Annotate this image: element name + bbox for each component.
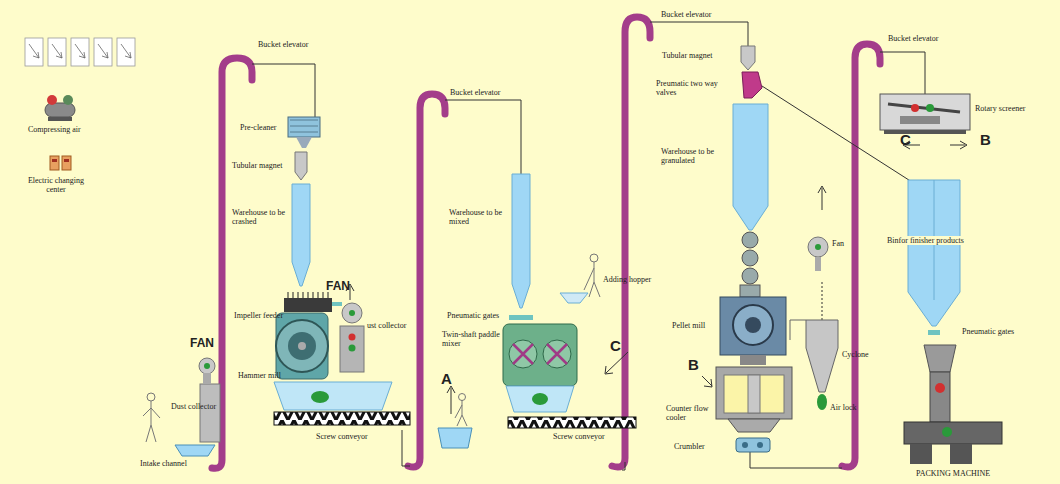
equipment-label: Intake channel [140,459,187,468]
equipment-label: Bucket elevator [450,88,500,97]
equipment-label: FAN [190,337,214,351]
equipment-label: Screw conveyor [553,432,605,441]
equipment-label: C [900,131,911,148]
equipment-label: Counter flow cooler [666,404,722,422]
equipment-label: Twin-shaft paddle mixer [442,330,502,348]
equipment-label: Pre-cleaner [240,123,276,132]
equipment-label: Binfor finisher products [886,236,965,245]
equipment-label: Bucket elevator [888,34,938,43]
equipment-label: Warehouse to be mixed [449,208,515,226]
equipment-label: Warehouse to be granulated [661,147,735,165]
equipment-label: Fan [832,239,844,248]
equipment-label: Preumatic two way valves [656,79,732,97]
equipment-label: Impeller feeder [234,311,283,320]
equipment-label: Pneumatic gates [962,327,1014,336]
equipment-label: Warehouse to be crashed [232,208,294,226]
equipment-label: Air lock [830,403,856,412]
equipment-label: A [441,370,452,387]
equipment-label: ust collector [367,321,406,330]
equipment-label: Crumbler [674,442,705,451]
equipment-label: B [688,356,699,373]
equipment-label: Pneumatic gates [447,311,499,320]
equipment-label: Cyclone [842,350,869,359]
equipment-label: B [980,131,991,148]
legend-text: Electric changing center [26,176,86,194]
equipment-label: FAN [326,280,350,294]
equipment-label: Pellet mill [672,321,705,330]
equipment-label: C [610,337,621,354]
equipment-label: PACKING MACHINE [916,469,990,478]
equipment-label: Dust collector [171,402,216,411]
equipment-label: Rotary screener [975,104,1025,113]
equipment-label: Adding hopper [603,275,651,284]
equipment-label: Hammer mill [238,371,281,380]
equipment-label: Tubular magnet [662,51,713,60]
equipment-label: Bucket elevator [258,40,308,49]
equipment-label: Tubular magnet [232,161,283,170]
equipment-label: Screw conveyor [316,432,368,441]
equipment-label: Bucket elevator [661,10,711,19]
legend-text: Compressing air [28,125,81,134]
